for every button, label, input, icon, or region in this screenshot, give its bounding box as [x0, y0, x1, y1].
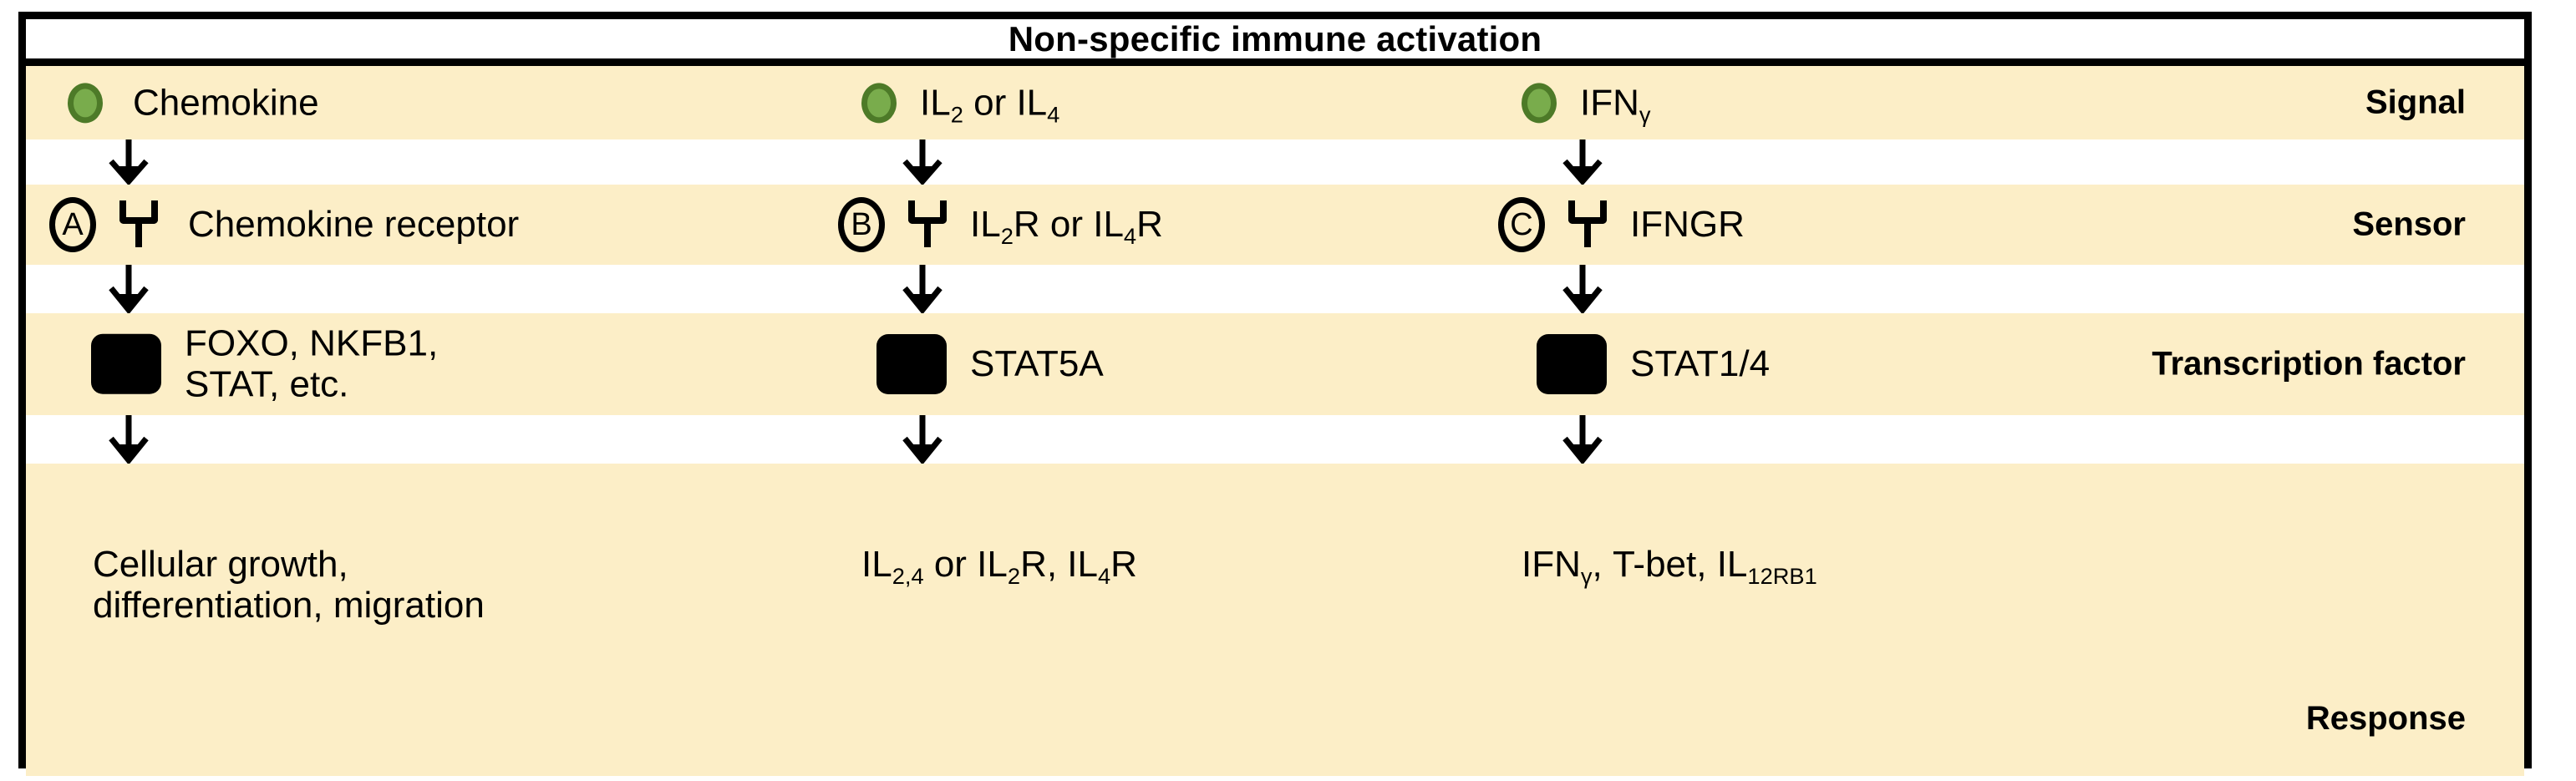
column-label-sensor: Sensor: [2140, 185, 2491, 265]
row-response: Cellular growth, differentiation, migrat…: [26, 464, 2524, 776]
tf-label-a-line2: STAT, etc.: [185, 364, 349, 405]
sensor-label-a: Chemokine receptor: [188, 204, 520, 246]
row-transcription-factor: FOXO, NKFB1, STAT, etc. STAT5A STAT1/4: [26, 313, 2524, 415]
sensor-node-ifngr: C IFNGR: [1498, 197, 1745, 252]
down-arrow-icon: [106, 415, 151, 464]
column-b-transcription-factor: STAT5A: [861, 313, 1488, 415]
receptor-icon: [908, 200, 947, 249]
arrow-band-2: [26, 265, 2524, 313]
signal-node-il2-il4: IL2 or IL4: [861, 82, 1060, 128]
down-arrow-icon: [900, 139, 945, 185]
down-arrow-icon: [106, 139, 151, 185]
column-a-response: Cellular growth, differentiation, migrat…: [68, 464, 870, 776]
response-label-b: IL2,4 or IL2R, IL4R: [861, 544, 1137, 589]
tf-label-b: STAT5A: [970, 343, 1104, 385]
tf-label-a-line1: FOXO, NKFB1,: [185, 322, 439, 364]
column-a-sensor: A Chemokine receptor: [49, 185, 870, 265]
column-a-transcription-factor: FOXO, NKFB1, STAT, etc.: [68, 313, 870, 415]
response-label-a: Cellular growth, differentiation, migrat…: [93, 544, 485, 626]
column-label-signal: Signal: [2140, 66, 2491, 139]
diagram-body: Chemokine IL2 or IL4 IFNγ Signal: [26, 66, 2524, 776]
column-b-response: IL2,4 or IL2R, IL4R: [861, 464, 1488, 776]
transcription-factor-block-icon: [876, 334, 947, 394]
ligand-dot-icon: [1522, 82, 1557, 123]
arrow-band-3: [26, 415, 2524, 464]
transcription-factor-block-icon: [1537, 334, 1607, 394]
tf-label-a: FOXO, NKFB1, STAT, etc.: [185, 323, 438, 406]
signal-node-chemokine: Chemokine: [68, 82, 319, 123]
tf-node-a: FOXO, NKFB1, STAT, etc.: [91, 323, 438, 406]
receptor-icon: [1568, 200, 1607, 249]
response-label-a-line2: differentiation, migration: [93, 585, 485, 626]
sensor-label-c: IFNGR: [1630, 204, 1745, 246]
tf-node-b: STAT5A: [876, 334, 1104, 394]
sensor-node-chemokine-receptor: A Chemokine receptor: [49, 197, 519, 252]
response-node-b: IL2,4 or IL2R, IL4R: [861, 544, 1137, 589]
row-label-signal: Signal: [2365, 84, 2466, 121]
column-b-sensor: B IL2R or IL4R: [838, 185, 1488, 265]
sensor-node-il2r-il4r: B IL2R or IL4R: [838, 197, 1163, 252]
sensor-label-b: IL2R or IL4R: [970, 204, 1163, 250]
column-c-response: IFNγ, T-bet, IL12RB1: [1522, 464, 2140, 776]
tf-node-c: STAT1/4: [1537, 334, 1770, 394]
down-arrow-icon: [900, 415, 945, 464]
pathway-tag-c: C: [1498, 197, 1545, 252]
ligand-dot-icon: [861, 82, 897, 123]
row-signal: Chemokine IL2 or IL4 IFNγ Signal: [26, 66, 2524, 139]
column-b-signal: IL2 or IL4: [861, 66, 1488, 139]
response-node-a: Cellular growth, differentiation, migrat…: [93, 544, 485, 626]
diagram-title-bar: Non-specific immune activation: [26, 19, 2524, 66]
row-label-response: Response: [2305, 700, 2466, 737]
down-arrow-icon: [1560, 139, 1605, 185]
column-label-response: Response: [2140, 464, 2491, 776]
receptor-icon: [119, 200, 158, 249]
column-c-signal: IFNγ: [1522, 66, 2140, 139]
down-arrow-icon: [1560, 415, 1605, 464]
down-arrow-icon: [900, 265, 945, 313]
row-label-transcription-factor: Transcription factor: [2152, 345, 2466, 383]
signal-label-b: IL2 or IL4: [920, 82, 1060, 128]
transcription-factor-block-icon: [91, 334, 161, 394]
column-c-transcription-factor: STAT1/4: [1522, 313, 2140, 415]
pathway-tag-a: A: [49, 197, 96, 252]
ligand-dot-icon: [68, 82, 103, 123]
diagram-title: Non-specific immune activation: [1008, 18, 1542, 58]
down-arrow-icon: [1560, 265, 1605, 313]
response-label-c: IFNγ, T-bet, IL12RB1: [1522, 544, 1817, 589]
response-node-c: IFNγ, T-bet, IL12RB1: [1522, 544, 1817, 589]
pathway-tag-b: B: [838, 197, 885, 252]
row-sensor: A Chemokine receptor B IL2R or IL4R: [26, 185, 2524, 265]
signal-label-c: IFNγ: [1580, 82, 1651, 128]
column-c-sensor: C IFNGR: [1498, 185, 2140, 265]
row-label-sensor: Sensor: [2352, 205, 2466, 243]
signal-label-a: Chemokine: [133, 82, 319, 124]
column-label-transcription-factor: Transcription factor: [2140, 313, 2491, 415]
arrow-band-1: [26, 139, 2524, 185]
tf-label-c: STAT1/4: [1630, 343, 1771, 385]
signal-node-ifng: IFNγ: [1522, 82, 1651, 128]
down-arrow-icon: [106, 265, 151, 313]
response-label-a-line1: Cellular growth,: [93, 544, 348, 585]
pathway-diagram: Non-specific immune activation Chemokine…: [18, 12, 2532, 776]
column-a-signal: Chemokine: [68, 66, 870, 139]
